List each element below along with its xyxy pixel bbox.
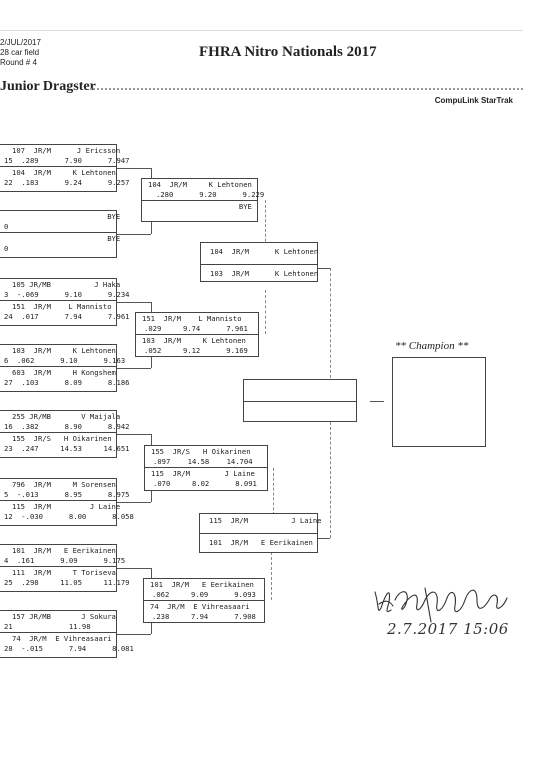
class-dotted-rule (90, 88, 523, 90)
r1-match-6: 796 JR/M M Sorensen 5 -.013 8.95 8.975 1… (0, 478, 134, 526)
r2-m4-bot-times: .238 7.94 7.908 (152, 612, 256, 621)
r1-m1-bot-driver: 104 JR/M K Lehtonen (12, 168, 116, 177)
r1-m3-bot-times: 24 .017 7.94 7.961 (4, 312, 130, 321)
r1-m5-top-times: 16 .382 8.90 8.942 (4, 422, 130, 431)
r2-m2-bot-driver: 103 JR/M K Lehtonen (142, 336, 246, 345)
r1-m4-bot-times: 27 .103 8.09 8.186 (4, 378, 130, 387)
connector (318, 268, 330, 269)
r1-m8-top-driver: 157 JR/MB J Sokura (12, 612, 116, 621)
connector (117, 568, 151, 569)
r2-m1-top-times: .280 9.20 9.229 (156, 190, 265, 199)
r1-m8-top-times: 21 11.98 (4, 622, 91, 631)
class-name: Junior Dragster (0, 79, 96, 94)
r2-m3-top-times: .097 14.58 14.704 (153, 457, 253, 466)
r1-m3-top-times: 3 -.069 9.10 9.234 (4, 290, 130, 299)
r3-m2-top-driver: 115 JR/M J Laine (209, 516, 322, 525)
r3-match-1: 104 JR/M K Lehtonen 103 JR/M K Lehtonen (200, 242, 318, 282)
event-date: 2/JUL/2017 (0, 38, 41, 47)
connector (117, 502, 151, 503)
top-rule (0, 30, 523, 31)
r1-m3-bot-driver: 151 JR/M L Mannisto (12, 302, 112, 311)
brand-name: CompuLink StarTrak (434, 96, 513, 105)
signature-date: 2.7.2017 15:06 (387, 620, 509, 638)
connector (117, 234, 151, 235)
r1-m4-bot-driver: 603 JR/M H Kongshem (12, 368, 116, 377)
r1-m2-top-driver: BYE (12, 212, 121, 221)
r1-m1-bot-times: 22 .183 9.24 9.257 (4, 178, 130, 187)
r2-match-1: 104 JR/M K Lehtonen .280 9.20 9.229 BYE (141, 178, 265, 222)
r2-m2-bot-times: .052 9.12 9.169 (144, 346, 248, 355)
r2-m1-bot-driver: BYE (148, 202, 252, 211)
r2-m2-top-times: .029 9.74 7.961 (144, 324, 248, 333)
r2-m3-bot-times: .070 8.02 8.091 (153, 479, 257, 488)
connector (117, 434, 151, 435)
r2-m2-top-driver: 151 JR/M L Mannisto (142, 314, 242, 323)
signature: 2.7.2017 15:06 (365, 570, 525, 670)
connector (265, 200, 266, 256)
r3-m1-bot-driver: 103 JR/M K Lehtonen (210, 269, 319, 278)
r1-match-7: 101 JR/M E Eerikainen 4 .161 9.09 9.175 … (0, 544, 130, 592)
r3-m2-bot-driver: 101 JR/M E Eerikainen (209, 538, 313, 547)
r2-m3-bot-driver: 115 JR/M J Laine (151, 469, 255, 478)
r1-m3-top-driver: 105 JR/MB J Haka (12, 280, 121, 289)
connector (370, 401, 384, 402)
r2-m4-top-times: .062 9.09 9.093 (152, 590, 256, 599)
connector (330, 268, 331, 378)
r1-m5-top-driver: 255 JR/MB V Maijala (12, 412, 121, 421)
r1-m6-top-times: 5 -.013 8.95 8.975 (4, 490, 130, 499)
connector (117, 302, 151, 303)
r1-m7-top-times: 4 .161 9.09 9.175 (4, 556, 126, 565)
r1-m5-bot-driver: 155 JR/S H Oikarinen (12, 434, 112, 443)
champion-label: ** Champion ** (395, 340, 469, 352)
connector (117, 368, 151, 369)
final-match (243, 379, 357, 422)
r3-match-2: 115 JR/M J Laine 101 JR/M E Eerikainen (199, 513, 322, 553)
champion-box (392, 357, 486, 447)
r1-match-8: 157 JR/MB J Sokura 21 11.98 74 JR/M E Vi… (0, 610, 134, 658)
r1-m4-top-times: 6 .062 9.10 9.163 (4, 356, 126, 365)
r1-m7-bot-driver: 111 JR/M T Toriseva (12, 568, 116, 577)
r2-match-4: 101 JR/M E Eerikainen .062 9.09 9.093 74… (143, 578, 265, 623)
round-number: Round # 4 (0, 58, 37, 67)
r1-match-2: BYE 0 BYE 0 (0, 210, 121, 258)
r1-m2-top-times: 0 (4, 222, 9, 231)
connector (117, 634, 151, 635)
connector (117, 168, 151, 169)
connector (265, 290, 266, 334)
r1-m8-bot-times: 28 -.015 7.94 8.081 (4, 644, 134, 653)
r1-match-4: 103 JR/M K Lehtonen 6 .062 9.10 9.163 60… (0, 344, 130, 392)
r2-m3-top-driver: 155 JR/S H Oikarinen (151, 447, 251, 456)
r1-m5-bot-times: 23 .247 14.53 14.651 (4, 444, 130, 453)
r1-match-1: 107 JR/M J Ericsson 15 .289 7.90 7.947 1… (0, 144, 130, 192)
r2-m4-bot-driver: 74 JR/M E Vihreasaari (150, 602, 250, 611)
r1-m1-top-times: 15 .289 7.90 7.947 (4, 156, 130, 165)
r1-m1-top-driver: 107 JR/M J Ericsson (12, 146, 121, 155)
r1-m7-top-driver: 101 JR/M E Eerikainen (12, 546, 116, 555)
r1-match-5: 255 JR/MB V Maijala 16 .382 8.90 8.942 1… (0, 410, 130, 458)
connector (273, 468, 274, 520)
r1-m6-bot-driver: 115 JR/M J Laine (12, 502, 121, 511)
r1-m4-top-driver: 103 JR/M K Lehtonen (12, 346, 116, 355)
connector (318, 538, 330, 539)
connector (330, 422, 331, 538)
r3-m1-top-driver: 104 JR/M K Lehtonen (210, 247, 319, 256)
r2-match-3: 155 JR/S H Oikarinen .097 14.58 14.704 1… (144, 445, 268, 491)
r2-match-2: 151 JR/M L Mannisto .029 9.74 7.961 103 … (135, 312, 259, 357)
r1-m8-bot-driver: 74 JR/M E Vihreasaari (12, 634, 112, 643)
r1-m2-bot-driver: BYE (12, 234, 121, 243)
r2-m4-top-driver: 101 JR/M E Eerikainen (150, 580, 254, 589)
r1-m7-bot-times: 25 .298 11.05 11.179 (4, 578, 130, 587)
r2-m1-top-driver: 104 JR/M K Lehtonen (148, 180, 252, 189)
r1-m2-bot-times: 0 (4, 244, 9, 253)
event-title: FHRA Nitro Nationals 2017 (199, 44, 377, 60)
connector (271, 552, 272, 600)
r1-m6-top-driver: 796 JR/M M Sorensen (12, 480, 116, 489)
r1-match-3: 105 JR/MB J Haka 3 -.069 9.10 9.234 151 … (0, 278, 130, 326)
r1-m6-bot-times: 12 -.030 8.00 8.058 (4, 512, 134, 521)
field-size: 28 car field (0, 48, 40, 57)
